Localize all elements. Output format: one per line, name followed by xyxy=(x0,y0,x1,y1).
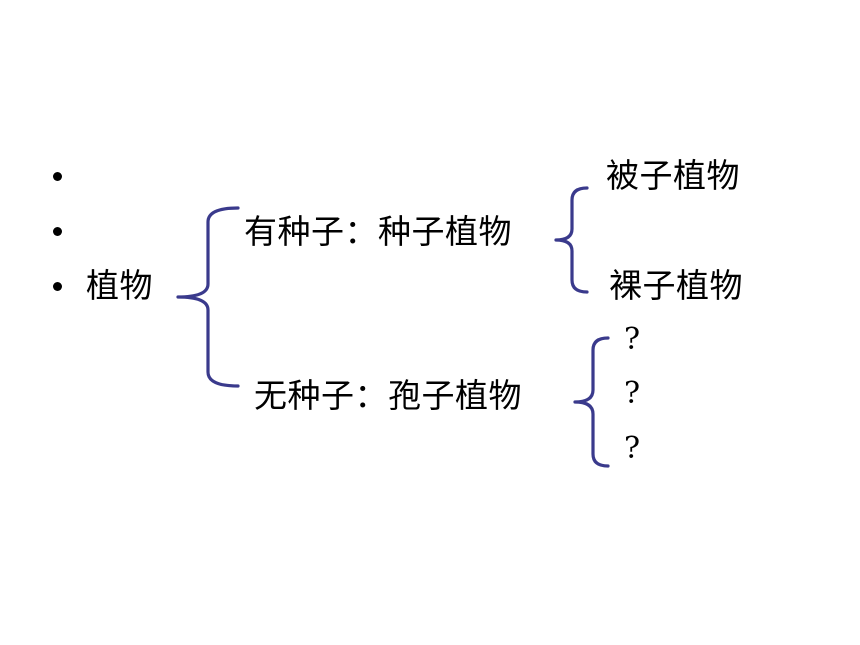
brace-spore xyxy=(573,336,610,468)
root-label: 植物 xyxy=(86,266,153,305)
leaf-unknown-1: ? xyxy=(624,322,641,357)
leaf-unknown-2: ? xyxy=(624,376,641,411)
brace-seed xyxy=(554,186,589,294)
leaf-angiosperm: 被子植物 xyxy=(606,156,740,195)
branch-seed-label: 有种子：种子植物 xyxy=(244,212,512,251)
bullet-2 xyxy=(53,227,62,236)
leaf-unknown-3: ? xyxy=(624,431,641,466)
bullet-1 xyxy=(53,172,62,181)
bullet-3 xyxy=(53,282,62,291)
branch-spore-label: 无种子：孢子植物 xyxy=(254,376,522,415)
leaf-gymnosperm: 裸子植物 xyxy=(609,266,743,305)
brace-root xyxy=(176,206,240,388)
